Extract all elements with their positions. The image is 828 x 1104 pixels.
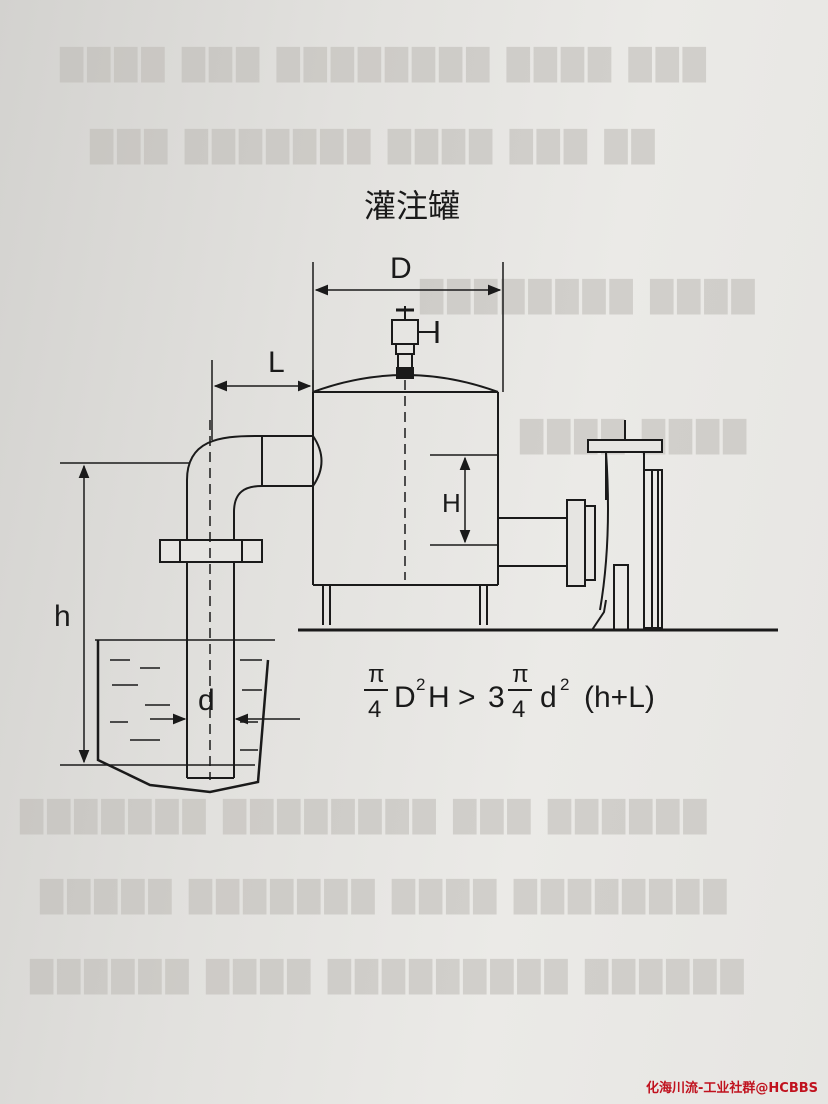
bleed-through-text: ███████ ████████ ███ ██████	[20, 800, 711, 835]
label-d: d	[198, 684, 215, 717]
formula-var-D: D	[394, 681, 416, 714]
watermark-text: 化海川流-工业社群@HCBBS	[646, 1081, 818, 1096]
outlet-pipe	[498, 499, 596, 587]
formula-pi-1: π	[368, 661, 385, 688]
formula-gt: >	[458, 681, 476, 714]
pump	[587, 420, 663, 632]
formula-four-1: 4	[368, 696, 381, 723]
formula-sup-2: 2	[560, 675, 569, 694]
liquid-well	[60, 639, 275, 794]
formula-tail: (h+L)	[584, 681, 655, 714]
label-H: H	[442, 488, 461, 518]
formula-var-d: d	[540, 681, 557, 714]
formula-var-H: H	[428, 681, 450, 714]
label-h: h	[54, 600, 71, 633]
label-D: D	[390, 252, 412, 285]
tank-body	[312, 374, 499, 625]
formula-sup-1: 2	[416, 675, 425, 694]
bleed-through-text: ███ ███████ ████ ███ ██	[90, 130, 659, 165]
formula-pi-2: π	[512, 661, 529, 688]
bleed-through-text: █████ ███████ ████ ████████	[40, 880, 731, 915]
diagram-title: 灌注罐	[364, 188, 460, 224]
label-L: L	[268, 346, 285, 379]
top-valve	[391, 306, 439, 379]
formula: π 4 D 2 H > 3 π 4 d 2 (h+L)	[364, 661, 655, 723]
formula-coef: 3	[488, 681, 505, 714]
bleed-through-text: ██████ ████ █████████ ██████	[30, 960, 748, 995]
dimension-h	[60, 462, 190, 764]
dimension-L	[211, 360, 314, 440]
suction-pipe	[159, 420, 323, 780]
formula-four-2: 4	[512, 696, 525, 723]
bleed-through-text: ████ ███ ████████ ████ ███	[60, 48, 710, 83]
